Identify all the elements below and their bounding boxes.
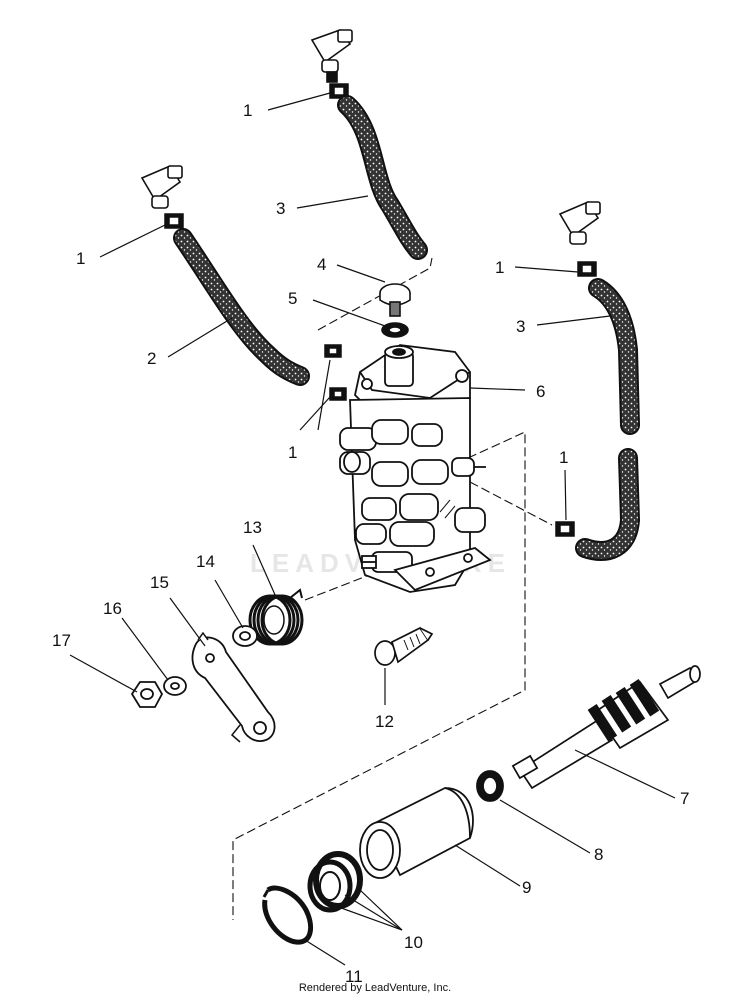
callout-17: 17 — [52, 631, 71, 650]
hose-clamp-1-right — [577, 261, 597, 277]
leader-lines — [69, 92, 676, 966]
callout-1-top: 1 — [243, 101, 252, 120]
callout-5: 5 — [288, 289, 297, 308]
callout-1-lower: 1 — [559, 448, 568, 467]
rendered-by-footer: Rendered by LeadVenture, Inc. — [298, 982, 452, 994]
hose-clamp-1-top — [329, 83, 349, 99]
washer-5 — [381, 322, 409, 338]
banjo-fitting-top — [310, 29, 353, 83]
oil-pump-assembly-6 — [339, 344, 492, 593]
callout-3-right: 3 — [516, 317, 525, 336]
callout-14: 14 — [196, 552, 215, 571]
banjo-fitting-left — [140, 164, 183, 209]
callout-16: 16 — [103, 599, 122, 618]
callout-6: 6 — [536, 382, 545, 401]
callout-10: 10 — [404, 933, 423, 952]
callout-7: 7 — [680, 789, 689, 808]
callout-1-pump: 1 — [288, 443, 297, 462]
bolt-12 — [374, 626, 434, 666]
callout-12: 12 — [375, 712, 394, 731]
callout-1-right: 1 — [495, 258, 504, 277]
callout-3-center: 3 — [276, 199, 285, 218]
callout-11: 11 — [345, 967, 363, 986]
spring-13 — [248, 588, 304, 646]
callout-8: 8 — [594, 845, 603, 864]
callout-15: 15 — [150, 573, 169, 592]
seals-10 — [307, 851, 363, 913]
washer-16 — [163, 676, 187, 696]
callout-13: 13 — [243, 518, 262, 537]
hose-clamp-1-left — [164, 213, 184, 229]
callout-4: 4 — [317, 255, 326, 274]
hose-clamp-1-lower — [555, 521, 575, 537]
callout-2: 2 — [147, 349, 156, 368]
bolt-4 — [379, 283, 411, 317]
washer-8 — [476, 770, 504, 802]
banjo-fitting-right — [558, 200, 601, 245]
callout-1-left: 1 — [76, 249, 85, 268]
callout-9: 9 — [522, 878, 531, 897]
lever-15 — [191, 631, 276, 743]
callouts: 1 1 1 1 1 2 3 3 4 5 6 7 8 9 10 11 12 13 … — [52, 101, 689, 986]
washer-14 — [232, 625, 258, 647]
snap-ring-11 — [262, 885, 314, 945]
hose-clamps-1-pump — [324, 344, 347, 401]
drive-gear-shaft-7 — [511, 665, 701, 790]
nut-17 — [130, 681, 164, 708]
bushing-9 — [359, 787, 474, 879]
